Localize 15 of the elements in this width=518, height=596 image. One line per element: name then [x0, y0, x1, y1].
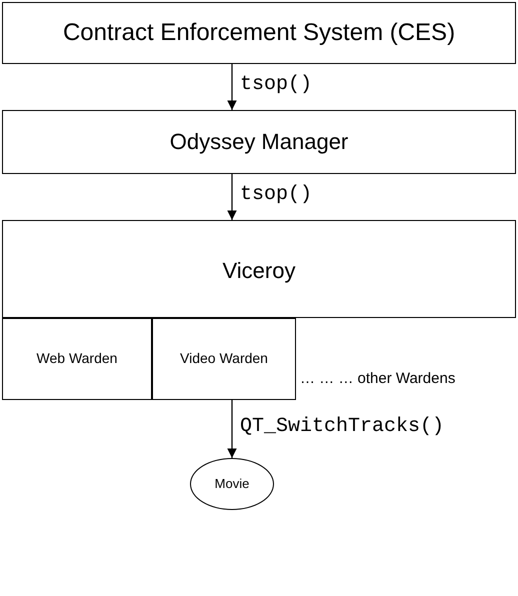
arrow [227, 400, 237, 458]
process-box [2, 220, 516, 318]
node-label: Odyssey Manager [168, 128, 350, 156]
node-label: Movie [214, 476, 250, 492]
text-label: … … … other Wardens [300, 369, 456, 389]
process-box [2, 2, 516, 64]
node-label: Contract Enforcement System (CES) [62, 18, 456, 48]
arrow [227, 174, 237, 220]
node-label: Video Warden [179, 350, 269, 368]
process-box [2, 110, 516, 174]
arrow [227, 64, 237, 110]
node-label: Web Warden [36, 350, 118, 368]
process-box [152, 318, 296, 400]
node-label: Viceroy [222, 257, 296, 284]
process-box [2, 318, 152, 400]
